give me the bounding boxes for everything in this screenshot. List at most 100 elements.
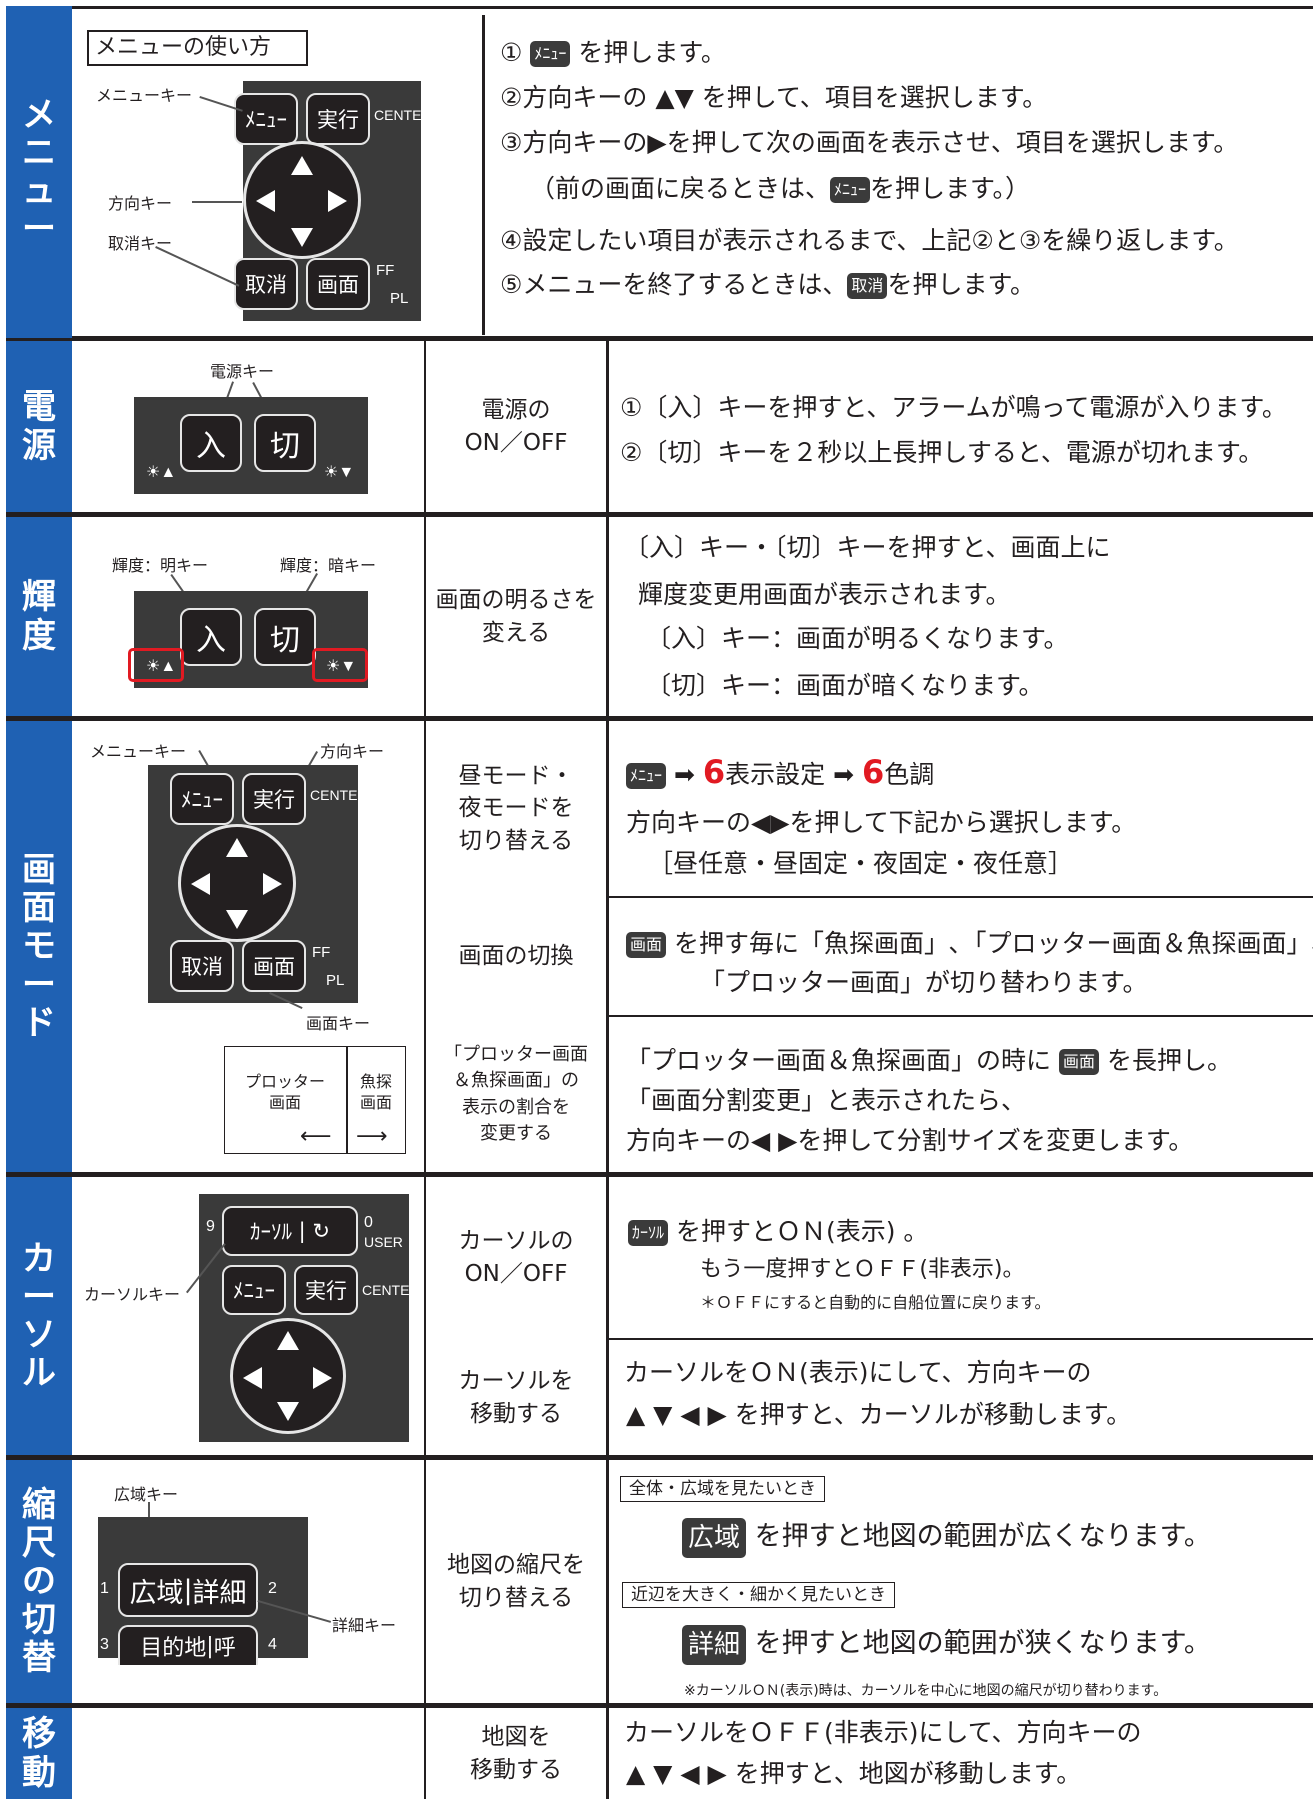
brightness-dark-label: 輝度：暗キー	[280, 556, 377, 575]
split-diagram	[224, 1046, 406, 1154]
left-arrow-icon	[256, 190, 275, 212]
screen-mode-row1-line2: 方向キーの◀▶を押して下記から選択します。	[626, 808, 1137, 837]
cursor-row1-line1: ｶｰｿﾙ を押すとＯＮ(表示) 。	[628, 1213, 928, 1251]
menu-step-2: ②方向キーの ▲▼ を押して、項目を選択します。	[500, 83, 1048, 112]
cursor-key-inline-icon: ｶｰｿﾙ	[628, 1220, 669, 1246]
screen-mode-row3-line2: 「画面分割変更」と表示されたら、	[626, 1086, 1027, 1115]
detail-key-label: 詳細キー	[332, 1616, 397, 1635]
screen-key-inline-icon: 画面	[626, 932, 667, 958]
up-arrow-icon	[277, 1331, 299, 1350]
menu-key-inline-icon: ﾒﾆｭｰ	[830, 177, 871, 203]
scale-3-label: 3	[100, 1636, 109, 1653]
cancel-key-label: 取消キー	[108, 234, 173, 253]
left-arrow-icon	[191, 873, 210, 895]
section-move-label: 移動	[6, 1708, 72, 1799]
refresh-icon: ↻	[312, 1219, 331, 1243]
up-arrow-icon	[226, 838, 248, 857]
cursor-row2-mid: カーソルを 移動する	[458, 1368, 574, 1427]
wide-key-label: 広域キー	[114, 1485, 179, 1504]
screen-mode-row2-mid: 画面の切換	[458, 943, 574, 970]
brightness-up-icon: ☀▲	[146, 464, 177, 481]
right-arrow-icon: ➡	[833, 760, 855, 789]
split-plotter-label: プロッター 画面	[244, 1072, 325, 1112]
how-to-box: メニューの使い方	[87, 30, 308, 66]
screen-mode-row3-line3: 方向キーの◀ ▶を押して分割サイズを変更します。	[626, 1126, 1194, 1155]
power-desc-2: ②〔切〕キーを２秒以上長押しすると、電源が切れます。	[620, 438, 1264, 467]
cursor-key: ｶｰｿﾙ | ↻	[222, 1206, 358, 1256]
cursor-center-label: CENTER	[362, 1282, 420, 1298]
screen-key-inline-icon: 画面	[1058, 1049, 1099, 1075]
sm-exec-key: 実行	[242, 773, 306, 825]
scale-4-label: 4	[268, 1636, 277, 1653]
brightness-down-icon: ☀▼	[326, 658, 357, 675]
brightness-up-icon: ☀▲	[146, 658, 177, 675]
brightness-desc-4: 〔切〕キー：画面が暗くなります。	[646, 671, 1044, 700]
brightness-desc-3: 〔入〕キー：画面が明るくなります。	[646, 624, 1069, 653]
left-arrow-icon	[243, 1367, 262, 1389]
right-arrow-icon: ➡	[673, 760, 695, 789]
sm-menu-key-label: メニューキー	[90, 742, 187, 761]
move-line-2: ▲ ▼ ◀ ▶ を押すと、地図が移動します。	[626, 1759, 1082, 1788]
sm-dir-key-label: 方向キー	[320, 742, 385, 761]
cursor-row2-line2: ▲ ▼ ◀ ▶ を押すと、カーソルが移動します。	[626, 1400, 1132, 1429]
section-menu-label: メニュー	[6, 6, 72, 338]
power-key-label: 電源キー	[210, 362, 275, 381]
screen-mode-row2-line2: 「プロッター画面」が切り替わります。	[700, 968, 1148, 997]
menu-key-inline-icon: ﾒﾆｭｰ	[626, 763, 667, 789]
right-arrow-icon: ⟶	[356, 1124, 388, 1149]
cursor-row1-mid: カーソルの ON／OFF	[458, 1228, 574, 1287]
cursor-row1-line3: ＊ＯＦＦにすると自動的に自船位置に戻ります。	[700, 1293, 1051, 1312]
center-label: CENTER	[374, 107, 432, 123]
section-cursor-label: カーソル	[6, 1177, 72, 1455]
cancel-key-inline-icon: 取消	[847, 273, 888, 299]
up-arrow-icon	[291, 156, 313, 175]
move-line-1: カーソルをＯＦＦ(非表示)にして、方向キーの	[624, 1718, 1142, 1747]
sm-cancel-key: 取消	[170, 940, 234, 992]
cursor-0-label: 0	[364, 1214, 373, 1231]
screen-mode-row3-line1: 「プロッター画面＆魚探画面」の時に 画面 を長押し。	[626, 1046, 1232, 1075]
menu-step-5: ⑤メニューを終了するときは、取消を押します。	[500, 270, 1035, 299]
menu-step-4: ④設定したい項目が表示されるまで、上記②と③を繰り返します。	[500, 226, 1239, 255]
power-off-key: 切	[254, 414, 316, 472]
menu-key-label: メニューキー	[96, 86, 193, 105]
brightness-keypad-illustration	[134, 591, 368, 688]
brightness-down-highlight	[312, 648, 368, 682]
menu-step-3b: （前の画面に戻るときは、ﾒﾆｭｰを押します。）	[530, 174, 1031, 203]
exec-key: 実行	[306, 93, 370, 145]
cursor-row1-line2: もう一度押すとＯＦＦ(非表示)。	[700, 1257, 1025, 1282]
detail-key-inline-icon: 詳細	[682, 1624, 747, 1665]
down-arrow-icon	[291, 228, 313, 247]
down-arrow-icon	[226, 910, 248, 929]
section-power-label: 電源	[6, 341, 72, 512]
cursor-9-label: 9	[206, 1218, 215, 1235]
scale-line-1: 広域 を押すと地図の範囲が広くなります。	[682, 1517, 1211, 1558]
sm-screen-key-label: 画面キー	[306, 1014, 371, 1033]
sm-center-label: CENTER	[310, 787, 368, 803]
right-arrow-icon	[328, 190, 347, 212]
brightness-mid: 画面の明るさを 変える	[435, 587, 597, 646]
screen-mode-row3-mid: 「プロッター画面 ＆魚探画面」の 表示の割合を 変更する	[444, 1044, 588, 1144]
screen-mode-row1-mid: 昼モード・ 夜モードを 切り替える	[458, 763, 574, 854]
power-keypad-illustration	[134, 397, 368, 494]
right-arrow-icon	[263, 873, 282, 895]
scale-box-1: 全体・広域を見たいとき	[620, 1476, 825, 1502]
power-mid: 電源の ON／OFF	[464, 397, 568, 456]
scale-mid: 地図の縮尺を 切り替える	[447, 1552, 585, 1611]
brightness-on-key: 入	[180, 608, 242, 666]
power-on-key: 入	[180, 414, 242, 472]
brightness-desc-2: 輝度変更用画面が表示されます。	[638, 580, 1011, 609]
cancel-key: 取消	[234, 258, 298, 310]
sm-menu-key: ﾒﾆｭｰ	[170, 773, 234, 825]
menu-step-3: ③方向キーの▶を押して次の画面を表示させ、項目を選択します。	[500, 128, 1239, 157]
sm-pl-label: PL	[326, 972, 345, 989]
brightness-off-key: 切	[254, 608, 316, 666]
screen-mode-row1-line1: ﾒﾆｭｰ ➡ 6表示設定 ➡ 6色調	[626, 748, 934, 796]
move-mid: 地図を 移動する	[470, 1724, 562, 1783]
cursor-key-label: カーソルキー	[84, 1285, 181, 1304]
section-brightness-label: 輝度	[6, 517, 72, 716]
wide-detail-key: 広域|詳細	[118, 1563, 258, 1617]
brightness-up-highlight	[128, 648, 184, 682]
sm-ff-label: FF	[312, 944, 331, 961]
power-desc-1: ①〔入〕キーを押すと、アラームが鳴って電源が入ります。	[620, 393, 1287, 422]
brightness-light-label: 輝度：明キー	[112, 556, 209, 575]
